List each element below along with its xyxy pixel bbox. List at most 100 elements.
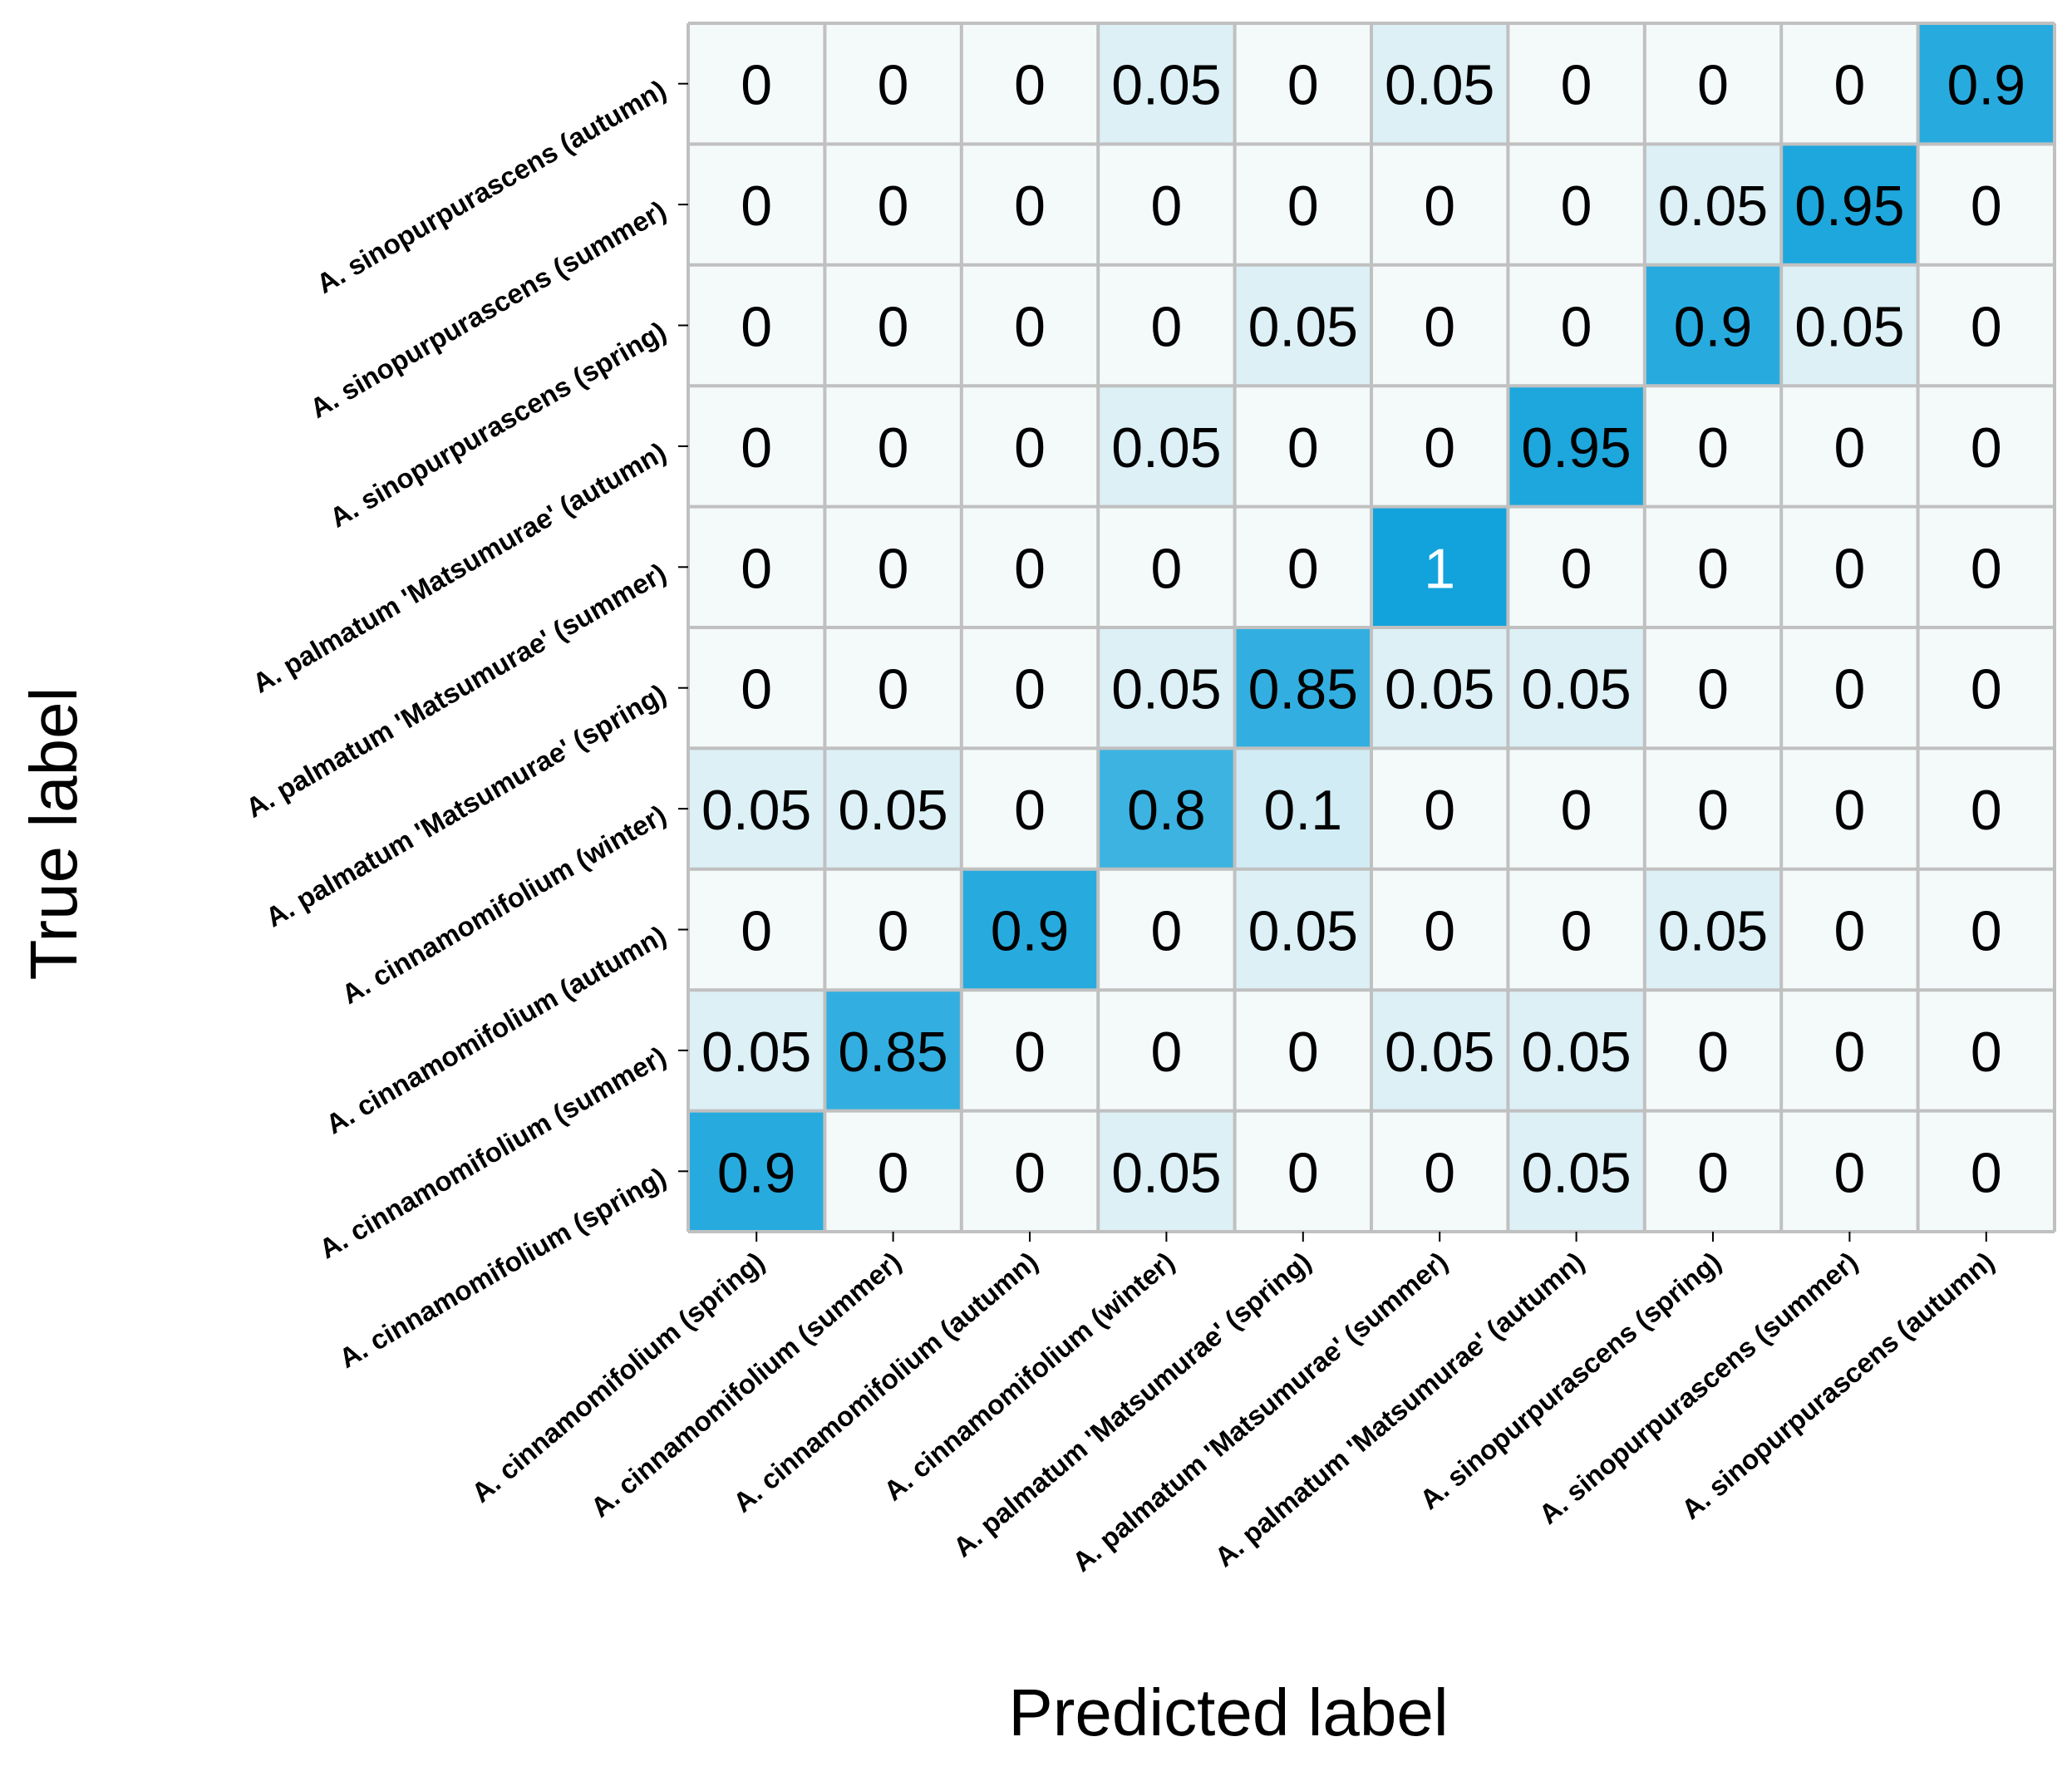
cell-value-label: 0 bbox=[1287, 1021, 1319, 1084]
heatmap-grid bbox=[687, 22, 2056, 1233]
cell-value-label: 0.05 bbox=[1248, 900, 1358, 963]
cell-value-label: 0 bbox=[741, 54, 772, 117]
heatmap-cell bbox=[1917, 386, 2055, 507]
cell-value-label: 0 bbox=[1014, 1141, 1046, 1204]
heatmap-cell bbox=[1098, 386, 1235, 507]
heatmap-cell bbox=[961, 868, 1099, 991]
cell-value-label: 0.05 bbox=[1385, 658, 1494, 721]
cell-value-label: 0 bbox=[1424, 779, 1455, 842]
cell-value-label: 0.05 bbox=[838, 779, 947, 842]
heatmap-cell bbox=[1644, 23, 1782, 145]
heatmap-cell bbox=[1644, 868, 1782, 991]
heatmap-cell bbox=[1508, 748, 1645, 869]
cell-value-label: 0.05 bbox=[1658, 175, 1768, 238]
heatmap-cell bbox=[824, 264, 962, 386]
heatmap-cell bbox=[1508, 627, 1645, 749]
cell-value-label: 0.05 bbox=[1111, 416, 1221, 480]
heatmap-cell bbox=[1234, 506, 1371, 627]
heatmap-cell bbox=[1781, 264, 1918, 386]
heatmap-cell bbox=[1644, 144, 1782, 265]
heatmap-cell bbox=[1508, 1110, 1645, 1232]
y-tick-label: A. cinnamomifolium (winter) bbox=[337, 799, 672, 1010]
heatmap-cell bbox=[1371, 23, 1508, 145]
heatmap-cell bbox=[688, 386, 825, 507]
heatmap-cell bbox=[1234, 144, 1371, 265]
cell-value-label: 0.05 bbox=[1521, 658, 1631, 721]
heatmap-cell bbox=[1508, 506, 1645, 627]
heatmap-cell bbox=[1098, 264, 1235, 386]
cell-value-label: 0 bbox=[1014, 416, 1046, 480]
heatmap-cells bbox=[688, 23, 2055, 1232]
cell-value-label: 0.05 bbox=[1385, 54, 1494, 117]
heatmap-cell bbox=[1781, 1110, 1918, 1232]
heatmap-cell bbox=[1508, 144, 1645, 265]
cell-value-label: 0 bbox=[1971, 296, 2002, 359]
cell-value-label: 0.05 bbox=[1111, 658, 1221, 721]
cell-value-label: 0 bbox=[878, 537, 909, 600]
y-tick-labels: A. sinopurpurascens (autumn)A. sinopurpu… bbox=[240, 74, 671, 1374]
cell-value-label: 0 bbox=[878, 54, 909, 117]
cell-value-label: 0.05 bbox=[1521, 1021, 1631, 1084]
heatmap-cell bbox=[824, 627, 962, 749]
cell-value-label: 0 bbox=[1833, 416, 1865, 480]
heatmap-cell bbox=[1917, 1110, 2055, 1232]
cell-value-label: 0 bbox=[1971, 658, 2002, 721]
cell-value-label: 0.95 bbox=[1794, 175, 1904, 238]
heatmap-cell bbox=[1781, 506, 1918, 627]
cell-value-label: 0 bbox=[1150, 1021, 1182, 1084]
cell-value-label: 0 bbox=[878, 1141, 909, 1204]
heatmap-cell bbox=[1781, 627, 1918, 749]
cell-value-label: 0 bbox=[741, 296, 772, 359]
heatmap-cell bbox=[1917, 990, 2055, 1111]
heatmap-cell bbox=[1098, 1110, 1235, 1232]
heatmap-cell bbox=[1371, 868, 1508, 991]
heatmap-cell bbox=[1234, 868, 1371, 991]
heatmap-cell bbox=[824, 748, 962, 869]
heatmap-cell bbox=[688, 264, 825, 386]
cell-value-label: 0 bbox=[741, 537, 772, 600]
heatmap-cell bbox=[1917, 868, 2055, 991]
heatmap-cell bbox=[1644, 1110, 1782, 1232]
cell-value-label: 0 bbox=[741, 416, 772, 480]
heatmap-cell bbox=[1098, 23, 1235, 145]
cell-value-label: 0 bbox=[1833, 779, 1865, 842]
cell-value-label: 0.9 bbox=[717, 1141, 796, 1204]
cell-value-label: 0 bbox=[1287, 175, 1319, 238]
cell-value-label: 0 bbox=[1833, 900, 1865, 963]
heatmap-cell bbox=[1644, 386, 1782, 507]
heatmap-cell bbox=[688, 23, 825, 145]
cell-value-label: 0.05 bbox=[1794, 296, 1904, 359]
heatmap-cell bbox=[1098, 868, 1235, 991]
cell-value-label: 0.9 bbox=[991, 900, 1070, 963]
heatmap-cell bbox=[688, 868, 825, 991]
cell-value-label: 0.05 bbox=[1521, 1141, 1631, 1204]
cell-value-label: 0 bbox=[1424, 175, 1455, 238]
cell-value-label: 0 bbox=[1697, 1021, 1729, 1084]
cell-value-label: 0.05 bbox=[1248, 296, 1358, 359]
heatmap-cell bbox=[961, 990, 1099, 1111]
cell-value-label: 0.05 bbox=[701, 1021, 811, 1084]
heatmap-cell bbox=[1234, 23, 1371, 145]
cell-value-label: 0.8 bbox=[1127, 779, 1206, 842]
cell-value-label: 0 bbox=[1561, 900, 1592, 963]
heatmap-cell bbox=[1781, 868, 1918, 991]
cell-value-label: 0 bbox=[1424, 1141, 1455, 1204]
heatmap-cell bbox=[1644, 506, 1782, 627]
cell-value-label: 0 bbox=[1833, 537, 1865, 600]
heatmap-cell bbox=[688, 627, 825, 749]
heatmap-cell bbox=[688, 144, 825, 265]
heatmap-cell bbox=[1371, 627, 1508, 749]
heatmap-cell bbox=[824, 506, 962, 627]
heatmap-cell bbox=[961, 386, 1099, 507]
y-tick-label: A. cinnamomifolium (autumn) bbox=[321, 920, 672, 1140]
cell-value-label: 0 bbox=[1424, 416, 1455, 480]
heatmap-cell bbox=[1644, 748, 1782, 869]
heatmap-cell bbox=[1371, 144, 1508, 265]
heatmap-cell bbox=[1098, 990, 1235, 1111]
heatmap-cell bbox=[688, 990, 825, 1111]
heatmap-cell bbox=[1371, 748, 1508, 869]
x-tick-labels: A. cinnamomifolium (spring)A. cinnamomif… bbox=[465, 1246, 2000, 1577]
cell-value-label: 0 bbox=[1697, 54, 1729, 117]
x-tick-label: A. cinnamomifolium (winter) bbox=[878, 1246, 1180, 1507]
